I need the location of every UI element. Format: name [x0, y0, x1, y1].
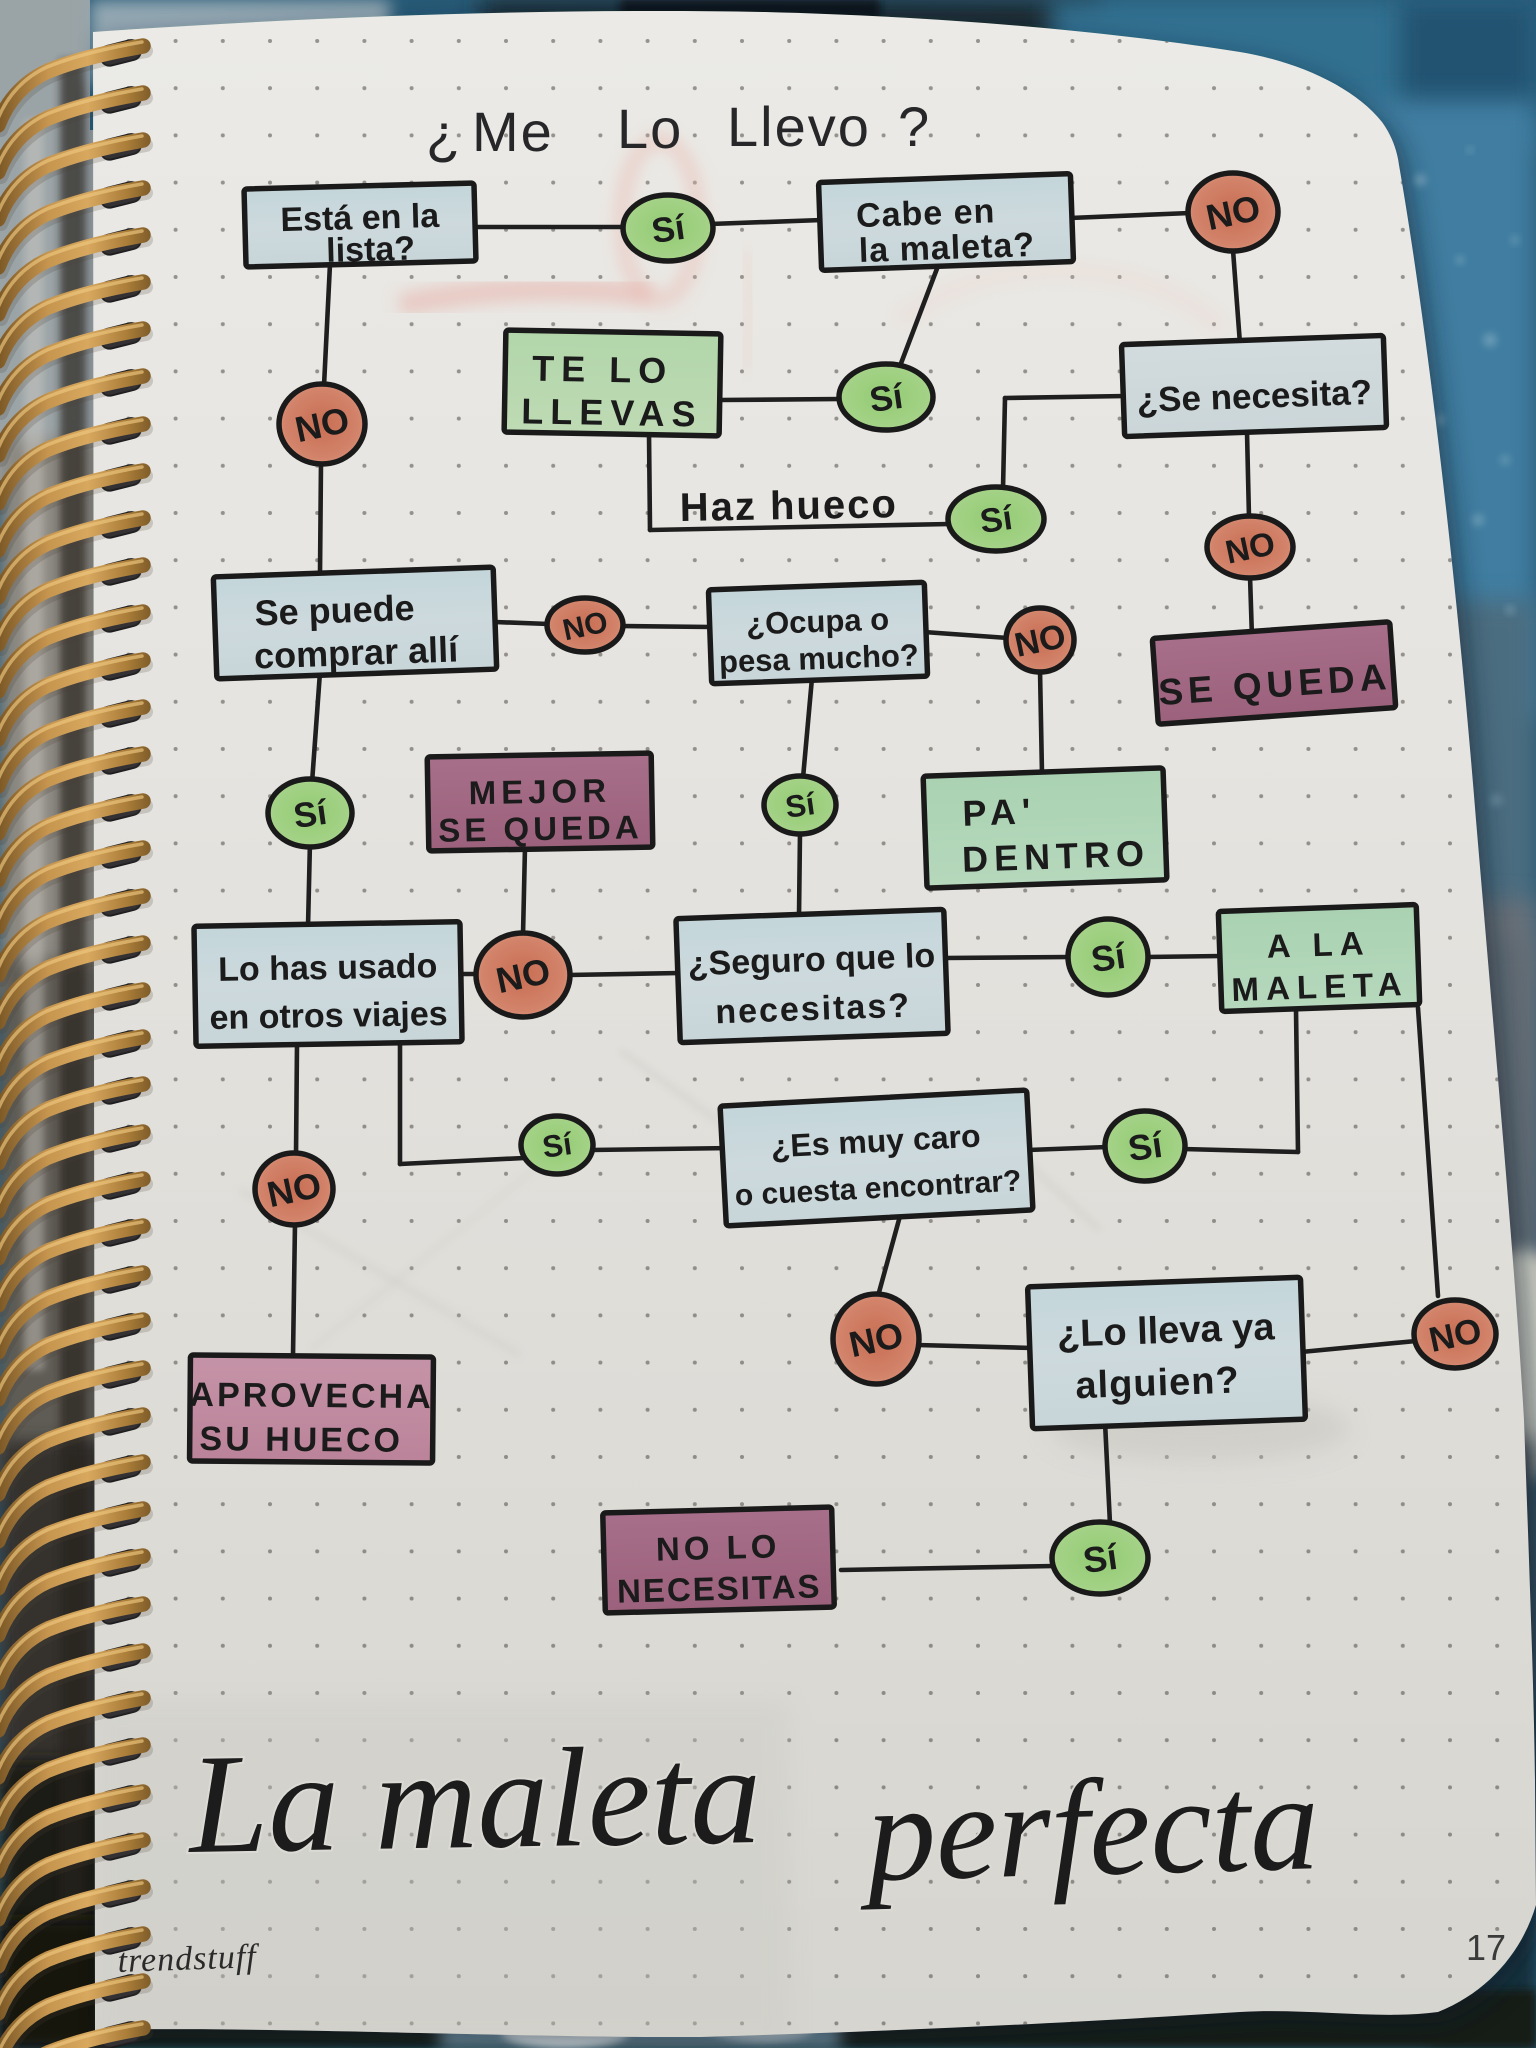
svg-text:SE QUEDA: SE QUEDA [438, 808, 643, 849]
svg-text:en otros viajes: en otros viajes [209, 995, 448, 1037]
svg-text:A LA: A LA [1266, 924, 1371, 965]
svg-text:trendstuff: trendstuff [117, 1938, 261, 1980]
svg-text:Haz hueco: Haz hueco [679, 482, 898, 530]
svg-text:Sí: Sí [540, 1126, 575, 1165]
svg-text:Sí: Sí [1080, 1536, 1120, 1581]
svg-text:Lo has usado: Lo has usado [218, 947, 438, 989]
svg-text:Cabe en: Cabe en [855, 192, 996, 235]
svg-text:necesitas?: necesitas? [715, 987, 912, 1032]
svg-text:MALETA: MALETA [1231, 965, 1409, 1008]
svg-text:NO LO: NO LO [655, 1527, 780, 1567]
svg-text:comprar allí: comprar allí [253, 628, 459, 676]
svg-text:Sí: Sí [867, 377, 906, 420]
svg-text:¿Lo lleva ya: ¿Lo lleva ya [1056, 1306, 1276, 1356]
svg-text:La maleta: La maleta [186, 1715, 763, 1883]
svg-text:17: 17 [1466, 1927, 1506, 1968]
svg-text:Sí: Sí [978, 499, 1017, 541]
svg-text:¿Ocupa o: ¿Ocupa o [746, 602, 890, 642]
svg-text:¿Se necesita?: ¿Se necesita? [1136, 373, 1373, 420]
svg-text:Se puede: Se puede [254, 587, 415, 634]
svg-text:TE LO: TE LO [532, 348, 674, 391]
svg-text:DENTRO: DENTRO [961, 832, 1150, 880]
svg-text:NECESITAS: NECESITAS [617, 1567, 822, 1609]
svg-text:pesa mucho?: pesa mucho? [718, 638, 919, 680]
svg-text:Sí: Sí [1088, 935, 1128, 980]
svg-text:APROVECHA: APROVECHA [189, 1376, 434, 1416]
svg-text:SU HUECO: SU HUECO [199, 1420, 403, 1460]
svg-text:lista?: lista? [326, 230, 416, 270]
svg-text:Está en la: Está en la [280, 197, 441, 239]
svg-text:PA': PA' [962, 790, 1037, 834]
svg-text:alguien?: alguien? [1075, 1359, 1241, 1407]
svg-text:Sí: Sí [1125, 1124, 1165, 1169]
svg-text:¿Seguro que lo: ¿Seguro que lo [687, 937, 936, 984]
svg-text:LLEVAS: LLEVAS [521, 390, 703, 434]
svg-text:perfecta: perfecta [856, 1745, 1321, 1910]
svg-text:la maleta?: la maleta? [858, 226, 1036, 270]
svg-text:MEJOR: MEJOR [468, 772, 611, 811]
svg-text:Sí: Sí [649, 208, 688, 251]
svg-text:Sí: Sí [783, 786, 818, 825]
svg-text:Sí: Sí [291, 793, 330, 836]
